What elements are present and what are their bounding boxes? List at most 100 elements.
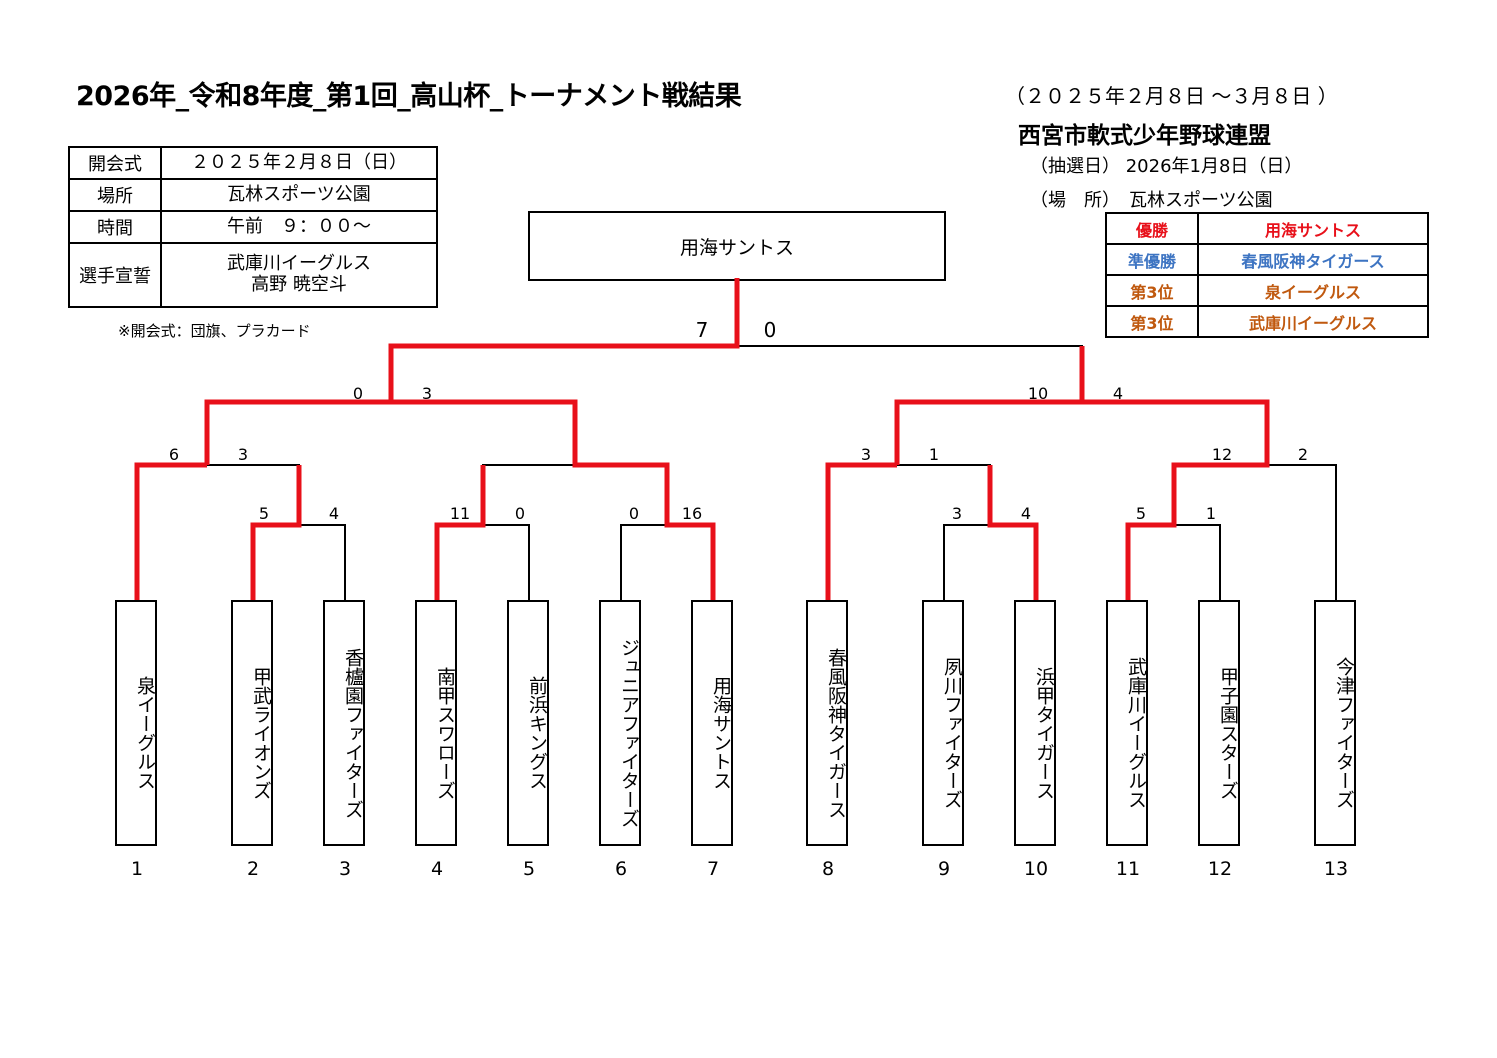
champion-name: 用海サントス bbox=[679, 236, 794, 259]
results-table: 優勝用海サントス 準優勝春風阪神タイガース 第3位泉イーグルス 第3位武庫川イー… bbox=[1105, 212, 1429, 338]
bracket-line bbox=[943, 524, 1037, 600]
bracket-line bbox=[827, 464, 991, 600]
team-name: 今津ファイターズ bbox=[1333, 657, 1355, 809]
organization-name: 西宮市軟式少年野球連盟 bbox=[1018, 123, 1271, 149]
score: 5 bbox=[1135, 504, 1147, 523]
team-box: 浜甲タイガース bbox=[1014, 600, 1056, 846]
info-value: 午前 ９：００～ bbox=[160, 210, 438, 244]
winner-path bbox=[204, 278, 740, 465]
team-name: 前浜キングス bbox=[526, 676, 548, 790]
score: 4 bbox=[328, 504, 340, 523]
team-name: 南甲スワローズ bbox=[434, 666, 456, 800]
seed-number: 12 bbox=[1207, 858, 1233, 880]
score: 0 bbox=[352, 384, 364, 403]
team-name: 甲子園スターズ bbox=[1217, 666, 1239, 800]
seed-number: 13 bbox=[1323, 858, 1349, 880]
team-name: 夙川ファイターズ bbox=[941, 657, 963, 809]
team-box: 香櫨園ファイターズ bbox=[323, 600, 365, 846]
team-name: ジュニアファイターズ bbox=[618, 638, 640, 828]
result-rank: 第3位 bbox=[1105, 305, 1199, 338]
team-name: 香櫨園ファイターズ bbox=[342, 647, 364, 819]
score: 10 bbox=[1027, 384, 1049, 403]
score: 4 bbox=[1112, 384, 1124, 403]
score: 3 bbox=[860, 445, 872, 464]
info-value: 武庫川イーグルス 高野 暁空斗 bbox=[160, 242, 438, 308]
seed-number: 3 bbox=[338, 858, 352, 880]
winner-path bbox=[391, 399, 716, 600]
team-name: 用海サントス bbox=[710, 676, 732, 790]
info-key: 時間 bbox=[68, 210, 162, 244]
seed-number: 5 bbox=[522, 858, 536, 880]
bracket-line bbox=[436, 524, 530, 600]
seed-number: 2 bbox=[246, 858, 260, 880]
oath-player: 高野 暁空斗 bbox=[251, 274, 347, 295]
score: 1 bbox=[928, 445, 940, 464]
score: 1 bbox=[1205, 504, 1217, 523]
score: 3 bbox=[951, 504, 963, 523]
team-box: 今津ファイターズ bbox=[1314, 600, 1356, 846]
seed-number: 9 bbox=[937, 858, 951, 880]
seed-number: 4 bbox=[430, 858, 444, 880]
info-value: 瓦林スポーツ公園 bbox=[160, 178, 438, 212]
result-rank: 第3位 bbox=[1105, 274, 1199, 307]
score: 4 bbox=[1020, 504, 1032, 523]
team-box: 前浜キングス bbox=[507, 600, 549, 846]
bracket-line bbox=[1127, 524, 1221, 600]
winner-path bbox=[434, 465, 486, 600]
winner-path bbox=[250, 465, 302, 600]
bracket-line bbox=[136, 464, 300, 600]
team-box: 甲武ライオンズ bbox=[231, 600, 273, 846]
score: 2 bbox=[1297, 445, 1309, 464]
seed-number: 10 bbox=[1023, 858, 1049, 880]
venue-line: （場 所） 瓦林スポーツ公園 bbox=[1030, 190, 1273, 211]
ceremony-note: ※開会式：団旗、プラカード bbox=[118, 322, 311, 340]
result-team: 泉イーグルス bbox=[1197, 274, 1429, 307]
bracket-line bbox=[390, 345, 1083, 402]
info-value: ２０２５年２月８日（日） bbox=[160, 146, 438, 180]
winner-path bbox=[134, 462, 207, 600]
ceremony-info-table: 開会式 ２０２５年２月８日（日） 場所 瓦林スポーツ公園 時間 午前 ９：００～… bbox=[68, 146, 438, 308]
score: 16 bbox=[681, 504, 703, 523]
team-name: 武庫川イーグルス bbox=[1125, 657, 1147, 809]
seed-number: 6 bbox=[614, 858, 628, 880]
result-rank: 準優勝 bbox=[1105, 243, 1199, 276]
seed-number: 1 bbox=[130, 858, 144, 880]
bracket-winner-lines bbox=[134, 278, 1270, 600]
score: 3 bbox=[237, 445, 249, 464]
team-name: 浜甲タイガース bbox=[1033, 666, 1055, 800]
score: 12 bbox=[1211, 445, 1233, 464]
team-box: 春風阪神タイガース bbox=[806, 600, 848, 846]
seed-number: 8 bbox=[821, 858, 835, 880]
score: 7 bbox=[695, 318, 709, 342]
result-team: 武庫川イーグルス bbox=[1197, 305, 1429, 338]
team-box: 用海サントス bbox=[691, 600, 733, 846]
bracket-line bbox=[1173, 464, 1337, 600]
team-box: 南甲スワローズ bbox=[415, 600, 457, 846]
score: 11 bbox=[449, 504, 471, 523]
team-name: 泉イーグルス bbox=[134, 676, 156, 790]
team-box: ジュニアファイターズ bbox=[599, 600, 641, 846]
tournament-period: （２０２５年２月８日 ～３月８日 ） bbox=[1005, 84, 1338, 108]
winner-path bbox=[987, 465, 1039, 600]
score: 0 bbox=[763, 318, 777, 342]
team-box: 武庫川イーグルス bbox=[1106, 600, 1148, 846]
score: 6 bbox=[168, 445, 180, 464]
info-key: 場所 bbox=[68, 178, 162, 212]
seed-number: 11 bbox=[1115, 858, 1141, 880]
result-team: 春風阪神タイガース bbox=[1197, 243, 1429, 276]
bracket-black-lines bbox=[136, 345, 1337, 600]
score: 0 bbox=[514, 504, 526, 523]
team-box: 夙川ファイターズ bbox=[922, 600, 964, 846]
result-rank: 優勝 bbox=[1105, 212, 1199, 245]
info-key: 選手宣誓 bbox=[68, 242, 162, 308]
winner-path bbox=[894, 346, 1085, 465]
score: 0 bbox=[628, 504, 640, 523]
seed-number: 7 bbox=[706, 858, 720, 880]
score: 5 bbox=[258, 504, 270, 523]
result-team: 用海サントス bbox=[1197, 212, 1429, 245]
lottery-date: （抽選日） 2026年1月8日（日） bbox=[1030, 156, 1303, 177]
page-title: 2026年_令和8年度_第1回_高山杯_トーナメント戦結果 bbox=[76, 81, 742, 112]
team-box: 泉イーグルス bbox=[115, 600, 157, 846]
team-name: 春風阪神タイガース bbox=[825, 647, 847, 819]
